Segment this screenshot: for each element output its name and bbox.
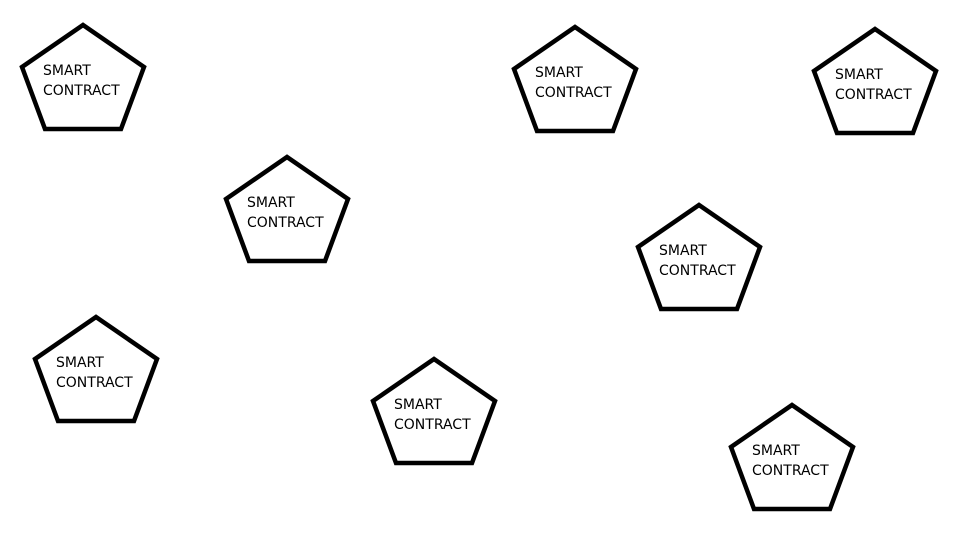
- node-label-line1: SMART: [247, 195, 295, 211]
- svg-text:SMART CONTRACT: SMART CONTRACT: [394, 397, 471, 433]
- node-label-line1: SMART: [394, 397, 442, 413]
- node-label-line2: CONTRACT: [752, 463, 829, 479]
- smart-contract-node: SMART CONTRACT: [223, 154, 351, 264]
- pentagon-shape: [32, 314, 160, 424]
- smart-contract-node: SMART CONTRACT: [19, 22, 147, 132]
- pentagon-shape: [635, 202, 763, 312]
- smart-contract-node: SMART CONTRACT: [728, 402, 856, 512]
- node-label-line2: CONTRACT: [247, 215, 324, 231]
- smart-contract-node: SMART CONTRACT: [32, 314, 160, 424]
- svg-text:SMART CONTRACT: SMART CONTRACT: [659, 243, 736, 279]
- svg-text:SMART CONTRACT: SMART CONTRACT: [752, 443, 829, 479]
- node-label-line1: SMART: [43, 63, 91, 79]
- pentagon-shape: [223, 154, 351, 264]
- svg-text:SMART CONTRACT: SMART CONTRACT: [535, 65, 612, 101]
- smart-contract-node: SMART CONTRACT: [811, 26, 939, 136]
- svg-text:SMART CONTRACT: SMART CONTRACT: [43, 63, 120, 99]
- smart-contract-node: SMART CONTRACT: [370, 356, 498, 466]
- smart-contract-node: SMART CONTRACT: [635, 202, 763, 312]
- pentagon-shape: [370, 356, 498, 466]
- node-label-line1: SMART: [835, 67, 883, 83]
- node-label-line1: SMART: [659, 243, 707, 259]
- node-label-line2: CONTRACT: [394, 417, 471, 433]
- node-label-line2: CONTRACT: [535, 85, 612, 101]
- svg-text:SMART CONTRACT: SMART CONTRACT: [247, 195, 324, 231]
- node-label-line1: SMART: [535, 65, 583, 81]
- svg-text:SMART CONTRACT: SMART CONTRACT: [835, 67, 912, 103]
- node-label-line2: CONTRACT: [835, 87, 912, 103]
- pentagon-shape: [511, 24, 639, 134]
- node-label-line2: CONTRACT: [43, 83, 120, 99]
- node-label-line1: SMART: [752, 443, 800, 459]
- pentagon-shape: [19, 22, 147, 132]
- node-label-line2: CONTRACT: [659, 263, 736, 279]
- svg-text:SMART CONTRACT: SMART CONTRACT: [56, 355, 133, 391]
- smart-contract-node: SMART CONTRACT: [511, 24, 639, 134]
- node-label-line2: CONTRACT: [56, 375, 133, 391]
- node-label-line1: SMART: [56, 355, 104, 371]
- pentagon-shape: [728, 402, 856, 512]
- pentagon-shape: [811, 26, 939, 136]
